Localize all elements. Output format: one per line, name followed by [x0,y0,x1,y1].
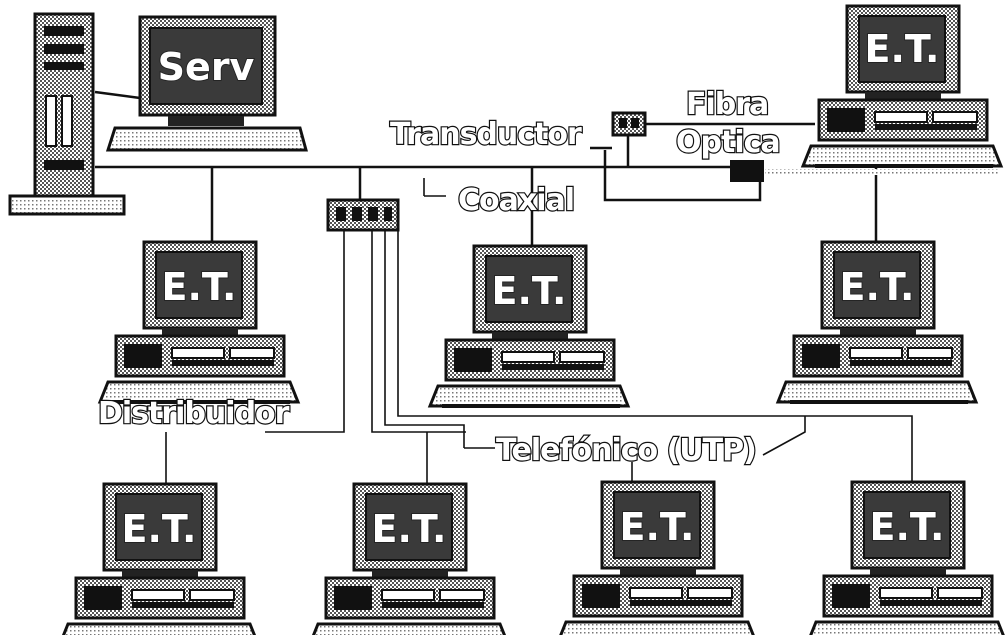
workstation-label: E.T. [492,269,567,313]
workstation-row3-4: E.T. [806,480,1008,635]
workstation-row2-right: E.T. [776,240,978,406]
backbone-coax-cable [94,90,740,169]
coax-label: Coaxial [458,183,574,218]
workstation-label: E.T. [865,27,940,71]
workstation-label: E.T. [840,265,915,309]
workstation-row3-1: E.T. [58,482,260,635]
fiber-label-2: Optica [676,125,780,160]
server-tower [8,12,126,216]
server-screen-label: Serv [158,45,255,89]
workstation-label: E.T. [122,507,197,551]
workstation-row2-left: E.T. [98,240,300,406]
workstation-row2-center: E.T. [428,244,630,410]
fiber-label: Fibra [686,87,768,122]
utp-cables [165,178,913,488]
workstation-label: E.T. [870,505,945,549]
workstation-row3-3: E.T. [556,480,758,635]
workstation-label: E.T. [162,265,237,309]
workstation-label: E.T. [372,507,447,551]
transducer-device [611,111,647,137]
transducer-label: Transductor [390,117,582,152]
fiber-optic-cable [590,122,1000,202]
distributor-label: Distribuidor [98,396,290,431]
server-monitor: Serv [105,15,308,152]
utp-label: Telefónico (UTP) [496,433,756,468]
hub-device [326,198,400,232]
workstation-label: E.T. [620,505,695,549]
workstation-top-right: E.T. [801,4,1003,170]
workstation-row3-2: E.T. [308,482,510,635]
